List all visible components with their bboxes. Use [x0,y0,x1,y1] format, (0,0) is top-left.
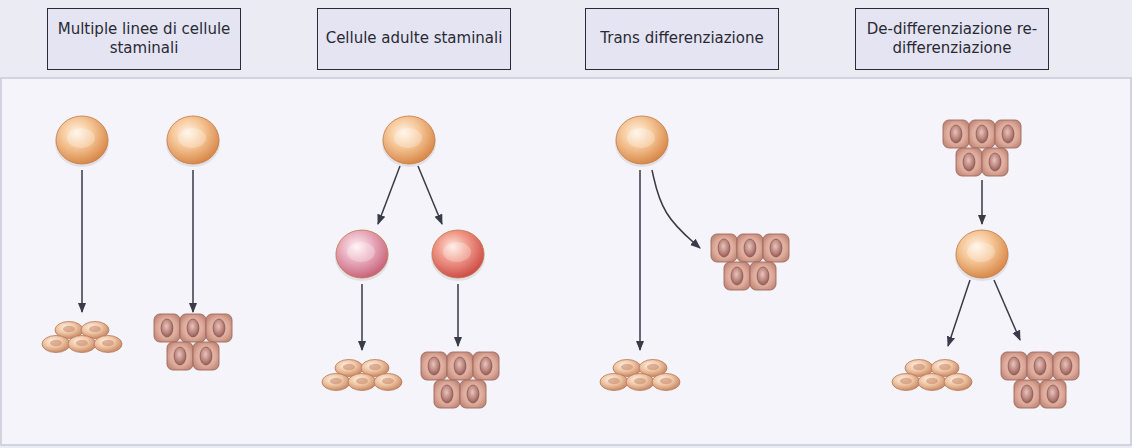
heading-text: Multiple linee di cellule staminali [54,20,234,59]
arrow [981,180,983,224]
arrow [994,280,1020,340]
arrow [378,166,400,224]
arrow [418,166,442,224]
arrow [639,170,641,350]
arrow [948,280,970,346]
panel-ground [1,78,1131,445]
arrow [361,284,363,350]
flat-cells [892,360,972,391]
arrow [192,170,194,312]
round-cell [166,116,220,167]
round-cell [615,116,669,167]
arrow [81,170,83,312]
round-cell [335,230,389,281]
round-cell [382,116,436,167]
cuboidal-cells [154,314,232,370]
cuboidal-cells [943,120,1021,176]
cuboidal-cells [711,234,789,290]
heading-box: Multiple linee di cellule staminali [47,8,241,70]
heading-box: Cellule adulte staminali [317,8,511,70]
heading-box: De-differenziazione re-differenziazione [855,8,1049,70]
round-cell [955,230,1009,281]
round-cell [431,230,485,281]
cuboidal-cells [421,352,499,408]
cuboidal-cells [1001,352,1079,408]
round-cell [55,116,109,167]
heading-text: Trans differenziazione [600,29,763,49]
arrow [457,284,459,346]
arrow [652,170,700,248]
heading-text: Cellule adulte staminali [326,29,503,49]
flat-cells [322,360,402,391]
flat-cells [42,322,122,353]
cells [42,116,1079,408]
heading-text: De-differenziazione re-differenziazione [862,20,1042,59]
heading-box: Trans differenziazione [585,8,779,70]
flat-cells [600,360,680,391]
